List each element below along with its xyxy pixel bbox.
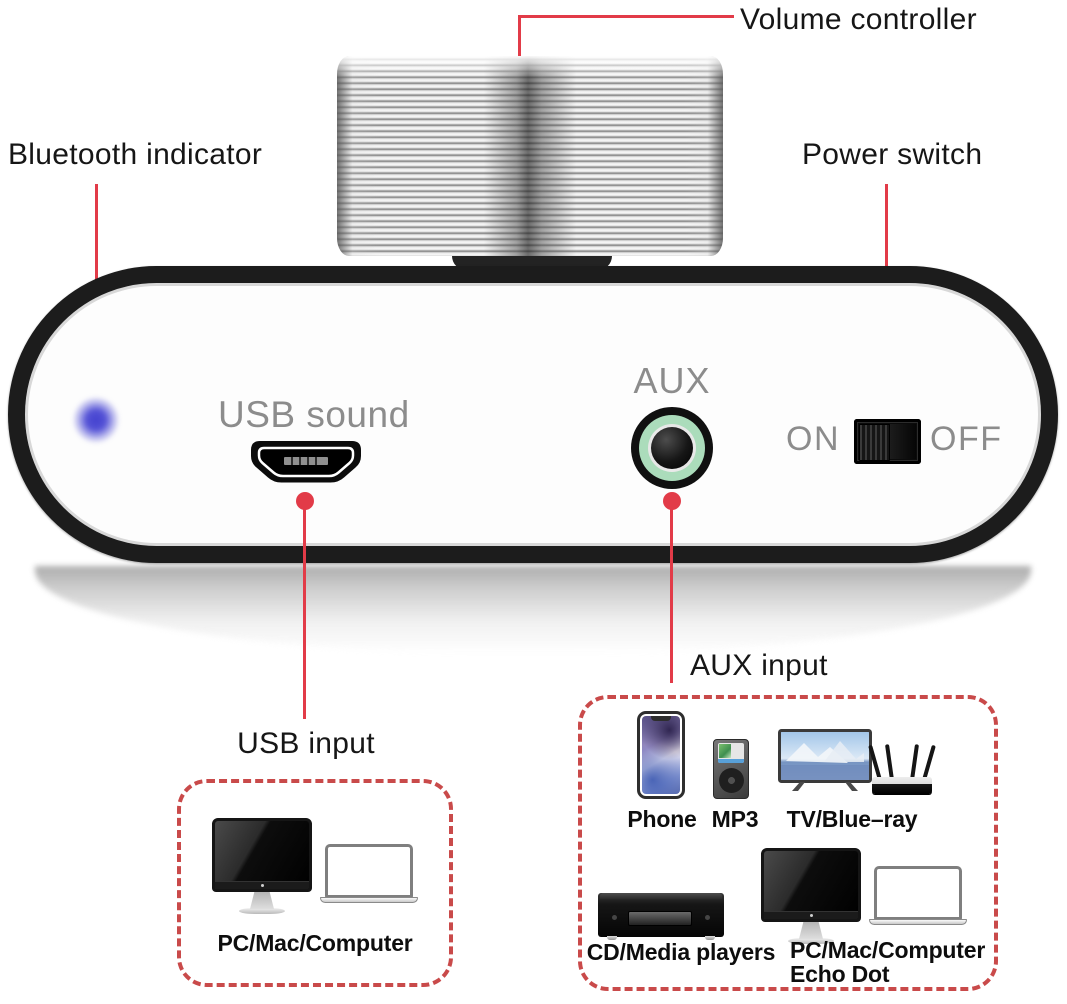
phone-label: Phone [627, 806, 697, 832]
tv-bluray-label: TV/Blue–ray [786, 806, 918, 832]
mp3-player-screen [718, 743, 744, 763]
aux-jack-icon [631, 407, 713, 489]
power-switch-toggle-icon [854, 419, 921, 464]
echo-dot-label: Echo Dot [790, 961, 890, 987]
aux-callout-line [670, 501, 673, 683]
micro-usb-port-icon [251, 441, 361, 483]
imac-screen [761, 848, 861, 922]
router-body [872, 777, 932, 794]
aux-jack-green-ring [639, 415, 705, 481]
smartphone-icon [637, 711, 685, 799]
power-switch-label: Power switch [802, 138, 983, 171]
usb-sound-label: USB sound [218, 394, 410, 435]
laptop-icon [320, 844, 418, 903]
imac-icon [761, 848, 861, 944]
amplifier-front-panel [8, 266, 1058, 563]
usb-callout-line [303, 501, 306, 719]
switch-on-label: ON [786, 420, 840, 458]
bluetooth-indicator-label: Bluetooth indicator [8, 138, 263, 171]
smartphone-screen [642, 716, 680, 794]
laptop-base [320, 897, 418, 903]
cd-player-button [612, 915, 617, 920]
router-antenna [910, 744, 919, 781]
mp3-label: MP3 [711, 806, 759, 832]
laptop-lid [874, 866, 962, 920]
cd-player-foot [705, 936, 715, 940]
bluetooth-callout-line [95, 184, 98, 366]
usb-input-box [177, 779, 453, 987]
switch-off-label: OFF [930, 420, 1003, 458]
mp3-player-clickwheel [718, 768, 744, 793]
usb-device-label: PC/Mac/Computer [217, 930, 413, 956]
usb-input-title: USB input [237, 727, 375, 760]
volume-callout-line-vertical [518, 15, 521, 77]
imac-foot [239, 908, 285, 914]
laptop-base [869, 919, 967, 925]
cd-player-foot [607, 936, 617, 940]
imac-stand [799, 922, 823, 939]
imac-foot [788, 938, 834, 944]
mp3-player-icon [713, 739, 749, 799]
router-icon [868, 740, 936, 794]
pc-mac-label: PC/Mac/Computer [790, 937, 986, 963]
volume-callout-line-horizontal [518, 15, 734, 18]
aux-port-label: AUX [633, 360, 711, 401]
imac-icon [212, 818, 312, 914]
laptop-icon [869, 866, 967, 925]
device-reflection [35, 566, 1031, 654]
cd-media-label: CD/Media players [586, 939, 776, 965]
volume-knob-icon [337, 56, 723, 256]
volume-controller-label: Volume controller [740, 3, 977, 36]
power-switch-slider [859, 424, 890, 461]
cd-player-display [628, 911, 692, 926]
aux-jack-hole [648, 424, 696, 472]
cd-player-button [705, 915, 710, 920]
cd-player-icon [598, 893, 724, 940]
bluetooth-led-icon [72, 396, 120, 444]
laptop-lid [325, 844, 413, 898]
tv-icon [778, 729, 872, 791]
imac-stand [250, 892, 274, 909]
imac-screen [212, 818, 312, 892]
aux-input-box [578, 695, 998, 991]
aux-input-title: AUX input [690, 649, 828, 682]
router-antenna [885, 744, 894, 781]
